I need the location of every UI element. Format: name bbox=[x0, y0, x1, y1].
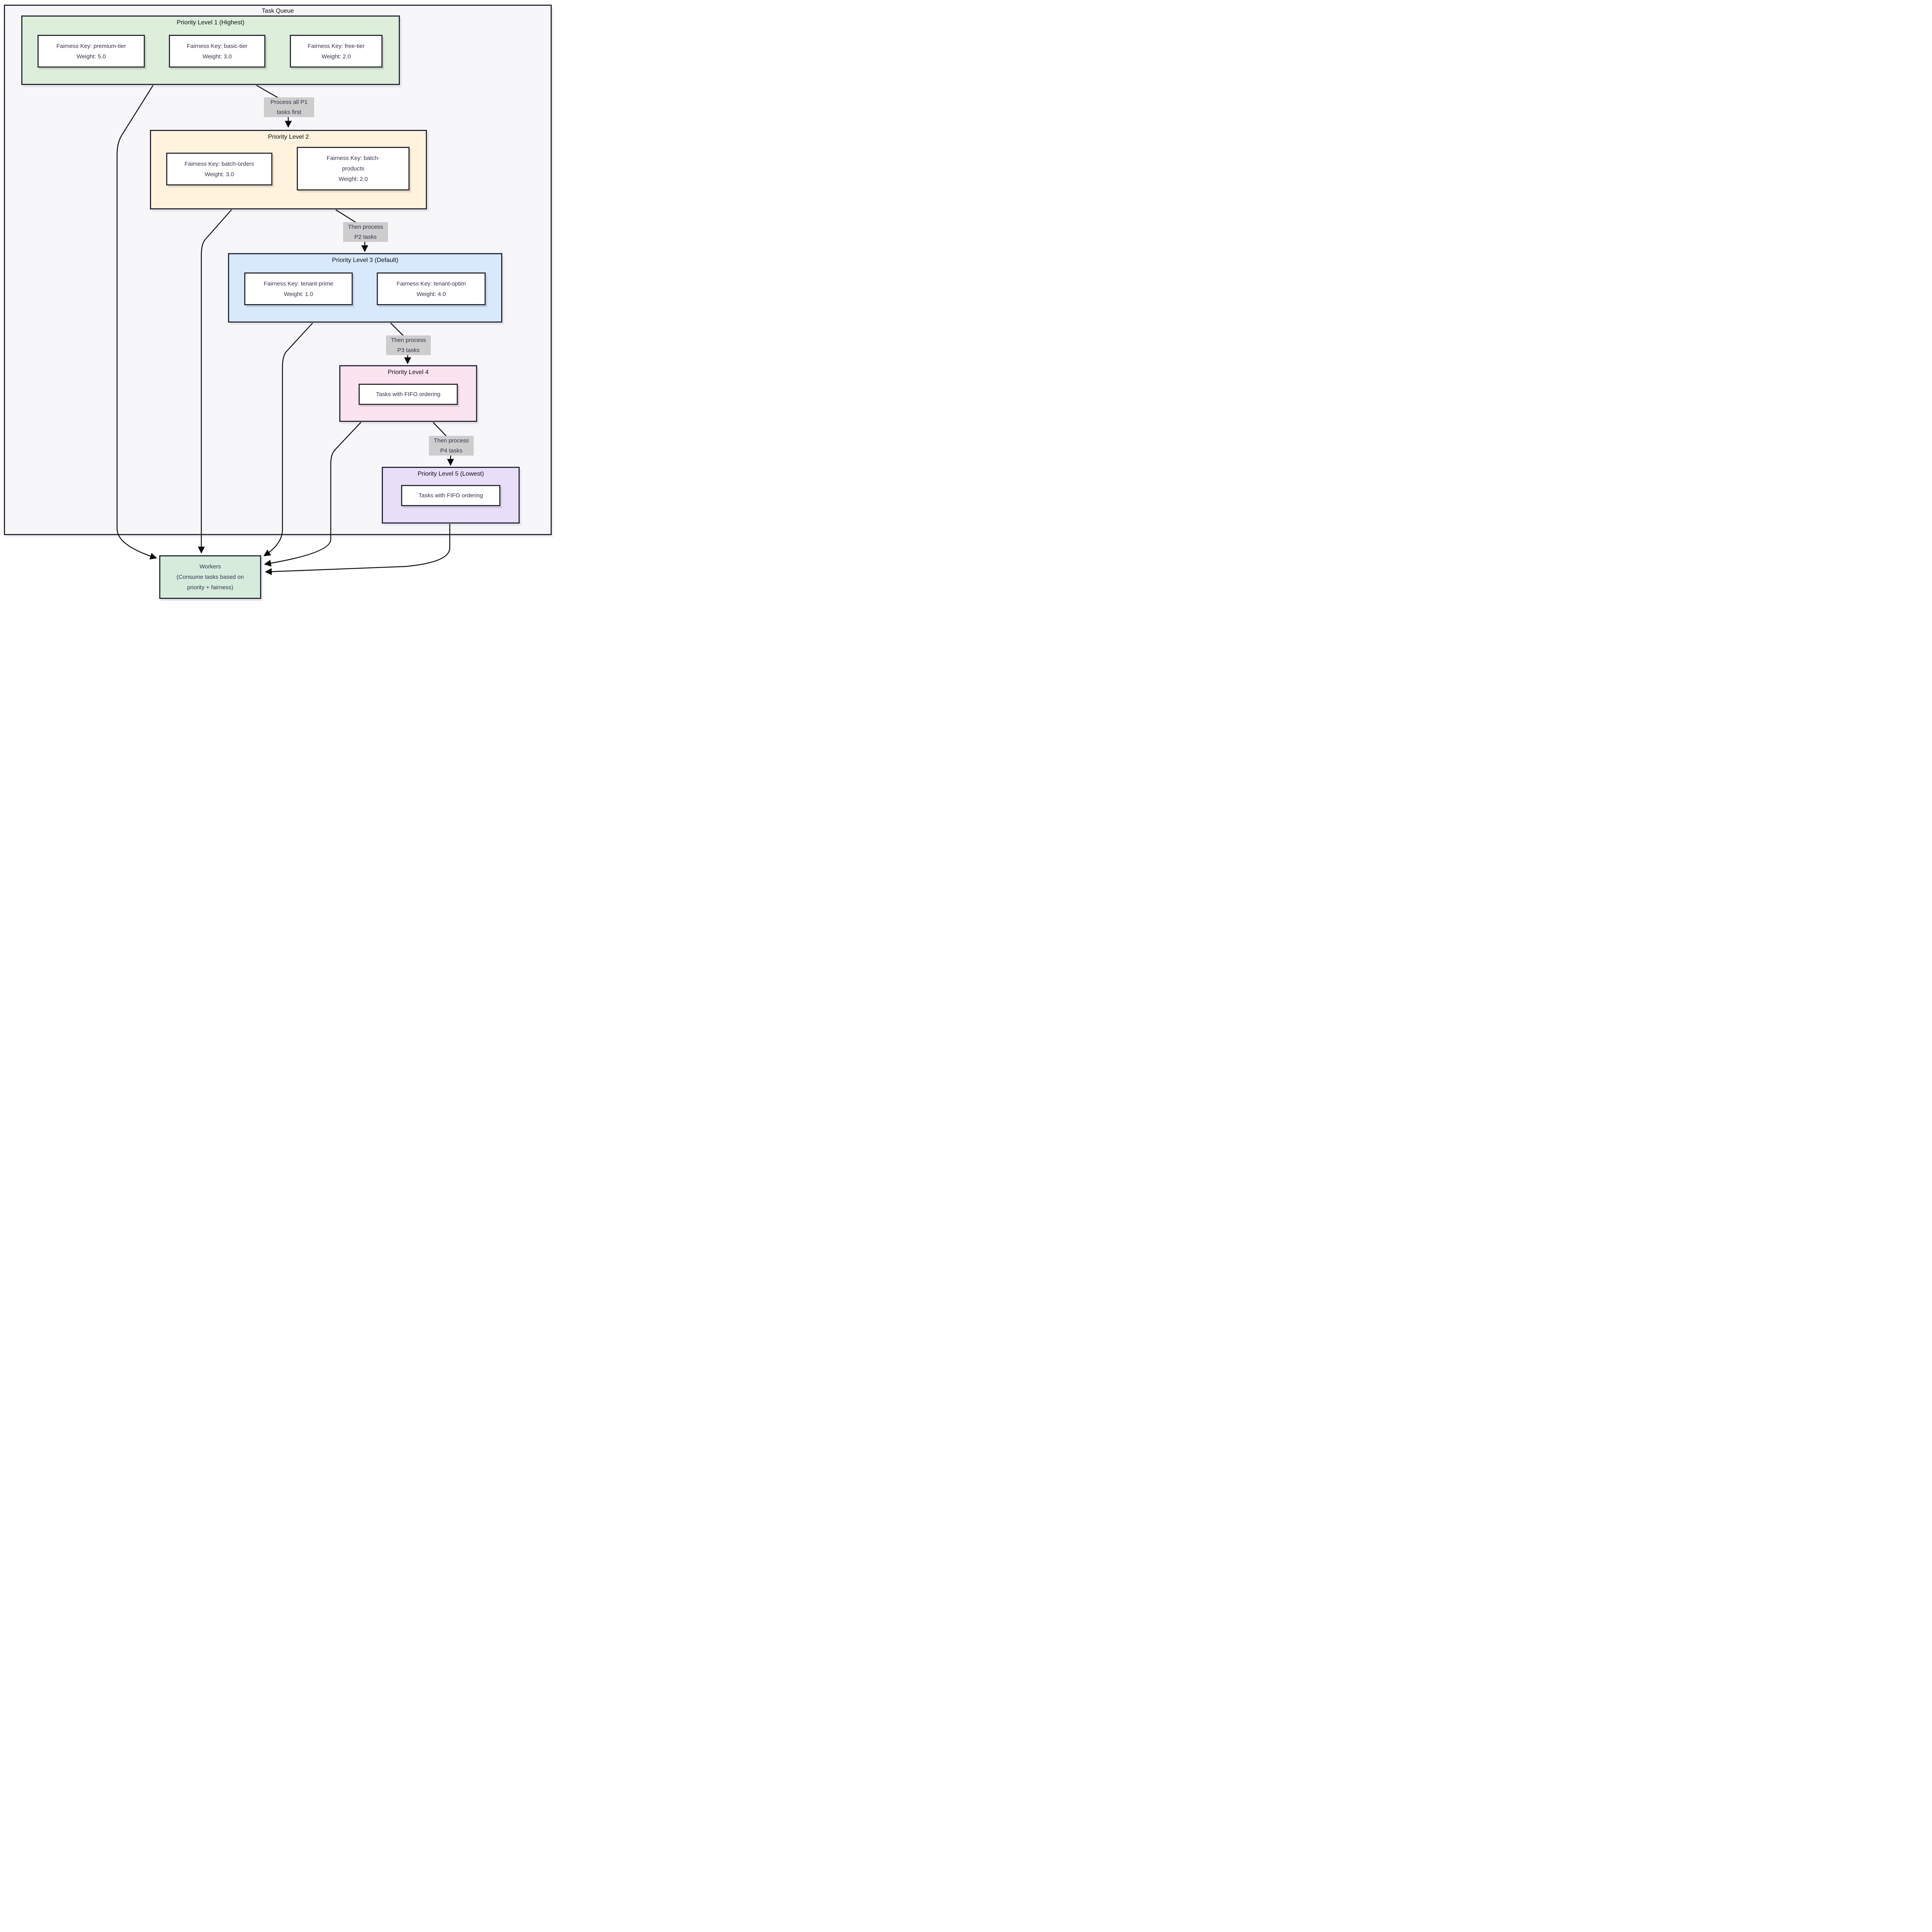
task-node-tenant-optim: Fairness Key: tenant-optim Weight: 4.0 bbox=[377, 272, 486, 305]
edge-label-line: Process all P1 bbox=[270, 99, 308, 105]
node-text-line: products bbox=[342, 165, 364, 172]
node-text-line: Tasks with FIFO ordering bbox=[376, 391, 440, 398]
priority-level-3-title: Priority Level 3 (Default) bbox=[332, 257, 398, 264]
workers-node: Workers (Consume tasks based on priority… bbox=[159, 555, 261, 599]
edge-label-line: P3 tasks bbox=[397, 347, 420, 354]
priority-level-1-title: Priority Level 1 (Highest) bbox=[177, 19, 245, 26]
node-text-line: Workers bbox=[199, 563, 221, 570]
task-queue-diagram: Task Queue Priority Level 1 (Highest) Pr… bbox=[0, 0, 596, 601]
node-text-line: Fairness Key: premium-tier bbox=[56, 43, 126, 49]
edge-label-line: P2 tasks bbox=[354, 233, 377, 240]
node-text-line: Weight: 5.0 bbox=[77, 53, 106, 60]
edge-label-process-p2: Then process P2 tasks bbox=[343, 222, 388, 242]
edge-label-line: Then process bbox=[434, 437, 469, 444]
node-text-line: Weight: 2.0 bbox=[321, 53, 351, 60]
priority-level-5-title: Priority Level 5 (Lowest) bbox=[417, 471, 484, 477]
task-node-free-tier: Fairness Key: free-tier Weight: 2.0 bbox=[290, 35, 383, 68]
node-text-line: Fairness Key: batch- bbox=[327, 155, 380, 162]
task-node-p5-fifo: Tasks with FIFO ordering bbox=[401, 485, 500, 506]
edge-label-process-p3: Then process P3 tasks bbox=[386, 335, 431, 355]
node-text-line: (Consume tasks based on bbox=[176, 574, 244, 580]
task-queue-title: Task Queue bbox=[262, 8, 294, 14]
task-node-tenant-prime: Fairness Key: tenant-prime Weight: 1.0 bbox=[244, 272, 353, 305]
edge-label-line: Then process bbox=[348, 224, 383, 230]
priority-level-4-title: Priority Level 4 bbox=[388, 369, 429, 376]
node-text-line: Fairness Key: free-tier bbox=[308, 43, 365, 49]
edge-label-line: Then process bbox=[391, 337, 426, 344]
edge-label-line: P4 tasks bbox=[440, 447, 463, 454]
node-text-line: Weight: 1.0 bbox=[284, 291, 313, 298]
task-node-batch-products: Fairness Key: batch- products Weight: 2.… bbox=[297, 147, 410, 190]
node-text-line: Weight: 2.0 bbox=[338, 176, 368, 182]
node-text-line: Weight: 4.0 bbox=[417, 291, 446, 298]
task-node-premium-tier: Fairness Key: premium-tier Weight: 5.0 bbox=[37, 35, 145, 68]
task-node-basic-tier: Fairness Key: basic-tier Weight: 3.0 bbox=[169, 35, 265, 68]
edge-label-process-p1: Process all P1 tasks first bbox=[264, 97, 314, 117]
edge-label-process-p4: Then process P4 tasks bbox=[429, 436, 474, 456]
priority-level-2-title: Priority Level 2 bbox=[268, 134, 309, 140]
node-text-line: Tasks with FIFO ordering bbox=[418, 492, 483, 499]
node-text-line: priority + fairness) bbox=[187, 584, 233, 591]
edge-label-line: tasks first bbox=[277, 109, 301, 116]
node-text-line: Fairness Key: basic-tier bbox=[187, 43, 248, 49]
node-text-line: Weight: 3.0 bbox=[204, 171, 234, 178]
node-text-line: Fairness Key: tenant-optim bbox=[396, 280, 466, 287]
node-text-line: Weight: 3.0 bbox=[202, 53, 232, 60]
node-text-line: Fairness Key: tenant-prime bbox=[264, 280, 333, 287]
task-node-p4-fifo: Tasks with FIFO ordering bbox=[359, 384, 458, 405]
task-node-batch-orders: Fairness Key: batch-orders Weight: 3.0 bbox=[166, 153, 272, 185]
node-text-line: Fairness Key: batch-orders bbox=[184, 160, 254, 167]
